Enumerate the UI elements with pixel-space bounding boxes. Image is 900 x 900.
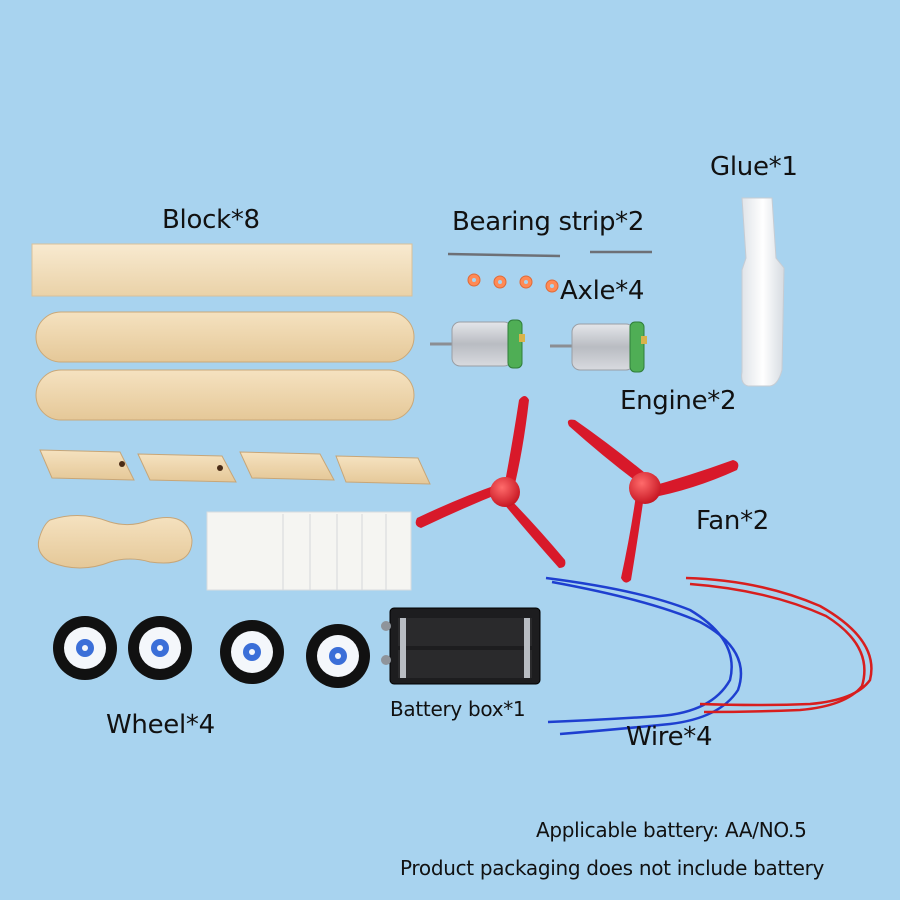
glue-label: Glue*1 [710,152,798,182]
axle-rings [467,273,559,293]
battery-box [381,607,541,685]
axle-label: Axle*4 [560,276,645,306]
red-wires [685,576,873,714]
battery-box-label: Battery box*1 [390,697,526,721]
propeller-fan-2 [567,419,739,583]
glue-tube [741,197,785,387]
wheel [53,616,117,680]
blue-wires [545,576,743,736]
engine-label: Engine*2 [620,386,737,416]
wood-plank [31,243,413,297]
bearing-strip-label: Bearing strip*2 [452,207,645,237]
wheel [306,624,370,688]
motor-2 [550,321,647,373]
bearing-strips [447,250,652,258]
motor-1 [430,319,525,369]
fan-label: Fan*2 [696,506,770,536]
peanut-wood-piece [37,515,193,569]
wheel-label: Wheel*4 [106,710,215,740]
popsicle-sticks [35,311,415,421]
applicable-battery-note: Applicable battery: AA/NO.5 [536,818,807,842]
propeller-fan-1 [415,396,566,568]
packaging-note: Product packaging does not include batte… [400,856,825,880]
block-label: Block*8 [162,205,260,235]
wheels [53,616,370,688]
foam-tape-sheet [206,511,412,591]
wire-label: Wire*4 [626,722,713,752]
wheel [220,620,284,684]
wheel [128,616,192,680]
small-wood-blocks [39,449,431,485]
